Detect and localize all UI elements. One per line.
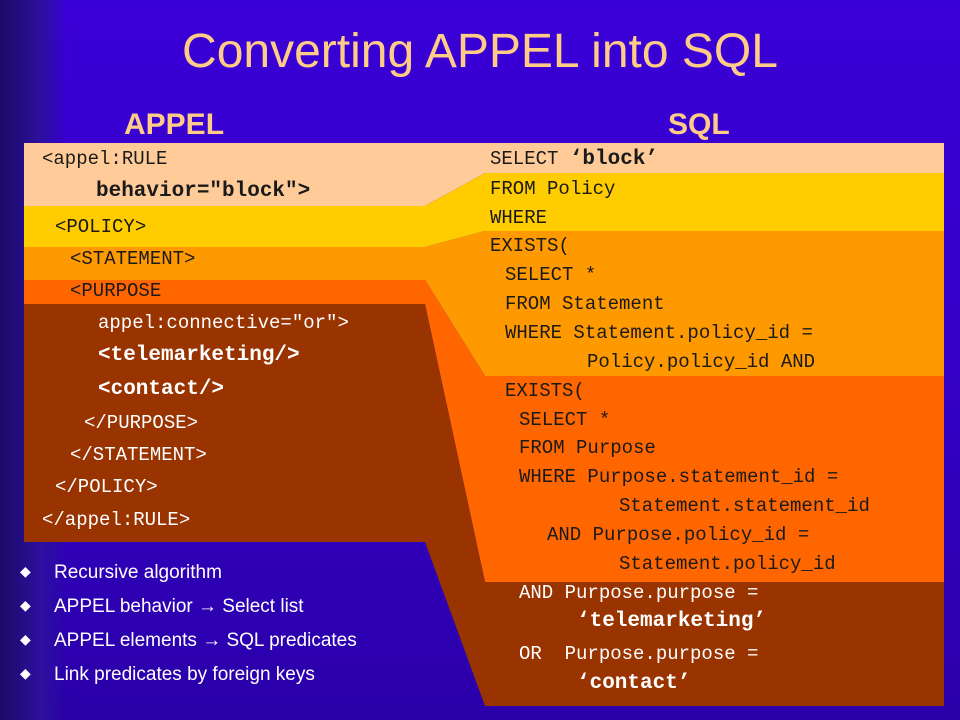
appel-line-1: <appel:RULE bbox=[42, 148, 168, 170]
sql-line-14: AND Purpose.policy_id = bbox=[547, 524, 810, 546]
bullet-item: ◆Link predicates by foreign keys bbox=[20, 664, 315, 685]
appel-line-5: <PURPOSE bbox=[70, 280, 162, 302]
sql-line-1: SELECT ‘block’ bbox=[490, 148, 658, 171]
diamond-bullet-icon: ◆ bbox=[20, 665, 31, 681]
bullet-item: ◆Recursive algorithm bbox=[20, 562, 222, 583]
diamond-bullet-icon: ◆ bbox=[20, 631, 31, 647]
bullet-item: ◆APPEL elements → SQL predicates bbox=[20, 630, 357, 651]
sql-line-13: Statement.statement_id bbox=[619, 495, 870, 517]
diamond-bullet-icon: ◆ bbox=[20, 597, 31, 613]
sql-line-15: Statement.policy_id bbox=[619, 553, 836, 575]
sql-line-17: ‘telemarketing’ bbox=[577, 610, 767, 633]
sql-line-3: WHERE bbox=[490, 207, 548, 229]
sql-line-11: FROM Purpose bbox=[519, 437, 656, 459]
sql-heading: SQL bbox=[668, 108, 730, 141]
sql-line-6: FROM Statement bbox=[505, 293, 665, 315]
appel-line-12: </appel:RULE> bbox=[42, 509, 191, 531]
appel-line-3: <POLICY> bbox=[55, 216, 147, 238]
sql-line-18: OR Purpose.purpose = bbox=[519, 643, 759, 665]
bullet-item: ◆APPEL behavior → Select list bbox=[20, 596, 304, 617]
sql-line-4: EXISTS( bbox=[490, 235, 570, 257]
band-policy bbox=[24, 173, 944, 247]
appel-line-4: <STATEMENT> bbox=[70, 248, 196, 270]
appel-line-10: </STATEMENT> bbox=[70, 444, 207, 466]
sql-select-value: ‘block’ bbox=[569, 148, 659, 171]
band-purpose-open bbox=[24, 280, 944, 582]
band-purpose-body bbox=[24, 304, 944, 706]
band-statement bbox=[24, 231, 944, 376]
sql-line-8: Policy.policy_id AND bbox=[587, 351, 816, 373]
appel-line-7: <telemarketing/> bbox=[98, 344, 300, 367]
appel-line-9: </PURPOSE> bbox=[84, 412, 199, 434]
slide-title: Converting APPEL into SQL bbox=[182, 25, 778, 78]
diamond-bullet-icon: ◆ bbox=[20, 563, 31, 579]
appel-line-2: behavior="block"> bbox=[96, 180, 311, 203]
sql-line-2: FROM Policy bbox=[490, 178, 616, 200]
appel-line-11: </POLICY> bbox=[55, 476, 158, 498]
sql-line-12: WHERE Purpose.statement_id = bbox=[519, 466, 839, 488]
sql-select-keyword: SELECT bbox=[490, 148, 570, 170]
sql-line-19: ‘contact’ bbox=[577, 672, 691, 695]
sql-line-7: WHERE Statement.policy_id = bbox=[505, 322, 813, 344]
sql-line-16: AND Purpose.purpose = bbox=[519, 582, 759, 604]
sql-line-5: SELECT * bbox=[505, 264, 597, 286]
sql-line-9: EXISTS( bbox=[505, 380, 585, 402]
sql-line-10: SELECT * bbox=[519, 409, 611, 431]
appel-line-6: appel:connective="or"> bbox=[98, 312, 349, 334]
band-rule bbox=[24, 143, 944, 206]
appel-heading: APPEL bbox=[124, 108, 225, 141]
appel-line-8: <contact/> bbox=[98, 378, 225, 401]
